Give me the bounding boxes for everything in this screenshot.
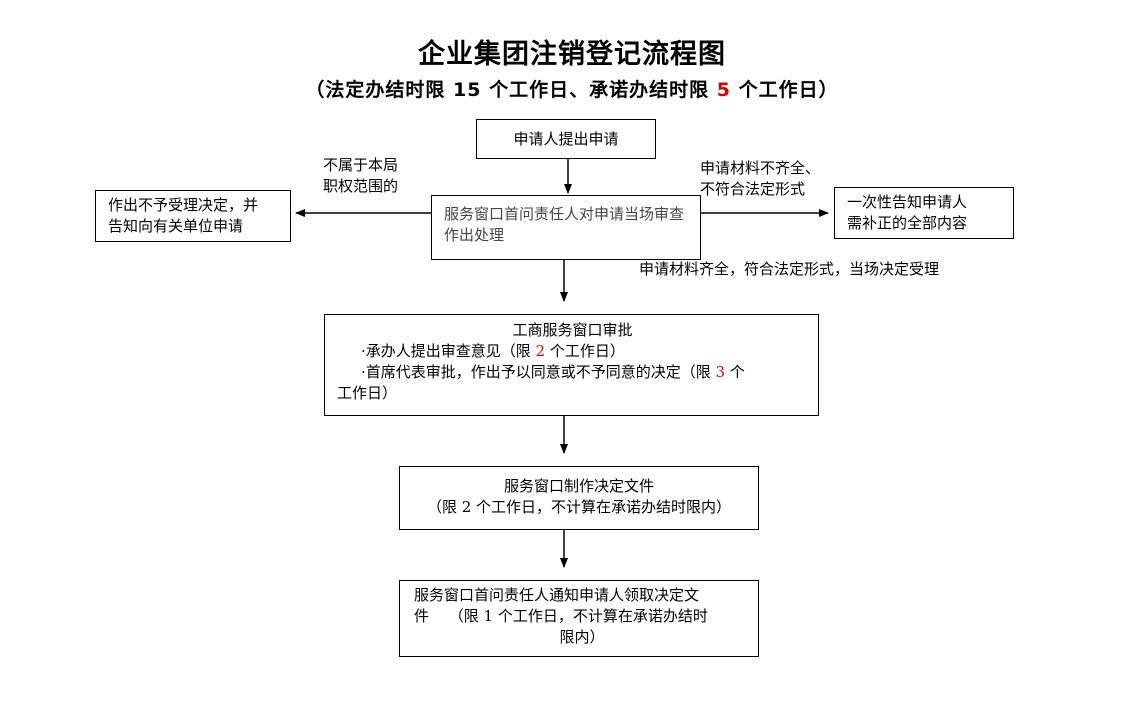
node-reject-line-1: 作出不予受理决定，并 [108, 196, 259, 214]
subtitle-highlight: 5 [716, 79, 731, 101]
label-complete: 申请材料齐全，符合法定形式，当场决定受理 [639, 260, 940, 278]
node-approval-item-1-num: 2 [535, 342, 546, 360]
page-title: 企业集团注销登记流程图 [418, 39, 726, 70]
page-subtitle: （法定办结时限 15 个工作日、承诺办结时限 5 个工作日） [0, 75, 1144, 102]
node-apply: 申请人提出申请 [476, 119, 656, 159]
node-notify-line-1: 一次性告知申请人 [847, 193, 968, 211]
node-window-review: 服务窗口首问责任人对申请当场审查作出处理 [431, 195, 701, 260]
node-approval-item-2-num: 3 [715, 363, 726, 381]
node-make-doc-line-1: 服务窗口制作决定文件 [503, 477, 654, 495]
label-incomplete-line-1: 申请材料不齐全、 [700, 159, 821, 177]
node-approval-item-2: ·首席代表审批，作出予以同意或不予同意的决定（限 3 个 [337, 362, 808, 383]
node-make-doc: 服务窗口制作决定文件 （限 2 个工作日，不计算在承诺办结时限内） [399, 466, 759, 530]
node-collect-line-2: 件 （限 1 个工作日，不计算在承诺办结时 [414, 607, 708, 625]
label-not-jurisdiction-line-2: 职权范围的 [323, 177, 399, 195]
label-not-jurisdiction: 不属于本局 职权范围的 [323, 155, 398, 197]
node-window-review-label: 服务窗口首问责任人对申请当场审查作出处理 [444, 205, 685, 244]
node-approval-item-1-prefix: ·承办人提出审查意见（限 [361, 342, 536, 360]
node-approval: 工商服务窗口审批 ·承办人提出审查意见（限 2 个工作日） ·首席代表审批，作出… [324, 314, 819, 416]
node-collect: 服务窗口首问责任人通知申请人领取决定文 件 （限 1 个工作日，不计算在承诺办结… [399, 580, 759, 657]
node-reject-line-2: 告知向有关单位申请 [108, 217, 244, 235]
node-approval-item-2-suffix: 个 [725, 363, 745, 381]
node-collect-line-1: 服务窗口首问责任人通知申请人领取决定文 [414, 586, 700, 604]
node-notify: 一次性告知申请人 需补正的全部内容 [834, 187, 1014, 239]
node-reject: 作出不予受理决定，并 告知向有关单位申请 [95, 190, 291, 242]
subtitle-suffix: 个工作日） [730, 79, 839, 101]
node-approval-item-1: ·承办人提出审查意见（限 2 个工作日） [337, 341, 808, 362]
subtitle-prefix: （法定办结时限 15 个工作日、承诺办结时限 [305, 79, 717, 101]
node-approval-item-2-prefix: ·首席代表审批，作出予以同意或不予同意的决定（限 [361, 363, 716, 381]
node-collect-line-3: 限内） [559, 628, 605, 646]
node-approval-item-1-suffix: 个工作日） [545, 342, 625, 360]
label-incomplete-line-2: 不符合法定形式 [700, 180, 806, 198]
node-make-doc-line-2: （限 2 个工作日，不计算在承诺办结时限内） [426, 498, 732, 516]
node-approval-title: 工商服务窗口审批 [512, 321, 633, 339]
node-approval-item-2-tail: 工作日） [337, 384, 398, 402]
node-apply-label: 申请人提出申请 [513, 129, 619, 148]
label-not-jurisdiction-line-1: 不属于本局 [323, 156, 399, 174]
node-notify-line-2: 需补正的全部内容 [847, 214, 968, 232]
label-incomplete: 申请材料不齐全、 不符合法定形式 [700, 158, 820, 200]
